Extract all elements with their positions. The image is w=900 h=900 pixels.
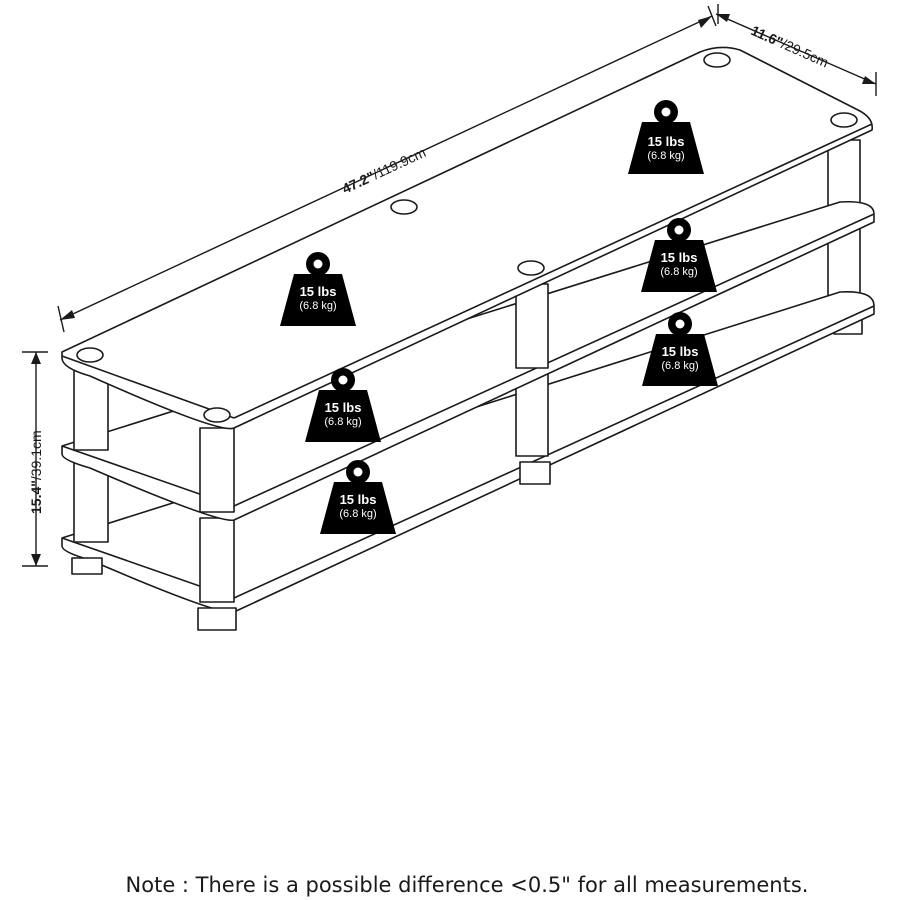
svg-text:15 lbs: 15 lbs — [661, 250, 698, 265]
weight-icon — [305, 390, 381, 442]
peg-holes — [76, 52, 858, 423]
svg-text:(6.8 kg): (6.8 kg) — [324, 416, 361, 428]
svg-text:(6.8 kg): (6.8 kg) — [299, 300, 336, 312]
measurement-note: Note : There is a possible difference <0… — [126, 873, 809, 897]
feet — [71, 461, 551, 631]
upper-legs — [73, 283, 549, 513]
svg-text:15 lbs: 15 lbs — [662, 344, 699, 359]
weight-tag: 15 lbs (6.8 kg) — [280, 252, 356, 326]
svg-text:(6.8 kg): (6.8 kg) — [661, 360, 698, 372]
svg-text:(6.8 kg): (6.8 kg) — [660, 266, 697, 278]
dimension-arrowheads — [31, 14, 876, 566]
weight-icon — [280, 274, 356, 326]
svg-text:15 lbs: 15 lbs — [648, 134, 685, 149]
dimension-lines — [22, 4, 877, 567]
svg-text:(6.8 kg): (6.8 kg) — [339, 508, 376, 520]
weight-icon — [641, 240, 717, 292]
weight-tag: 15 lbs (6.8 kg) — [628, 100, 704, 174]
weight-icon — [642, 334, 718, 386]
weight-tag: 15 lbs (6.8 kg) — [641, 218, 717, 292]
weight-icon — [628, 122, 704, 174]
weight-tag: 15 lbs (6.8 kg) — [642, 312, 718, 386]
svg-text:(6.8 kg): (6.8 kg) — [647, 150, 684, 162]
weight-tag: 15 lbs (6.8 kg) — [320, 460, 396, 534]
svg-text:15 lbs: 15 lbs — [300, 284, 337, 299]
weight-tag: 15 lbs (6.8 kg) — [305, 368, 381, 442]
height-dimension-label: 15.4"/39.1cm — [28, 430, 44, 514]
svg-text:15 lbs: 15 lbs — [340, 492, 377, 507]
svg-text:15 lbs: 15 lbs — [325, 400, 362, 415]
weight-icon — [320, 482, 396, 534]
